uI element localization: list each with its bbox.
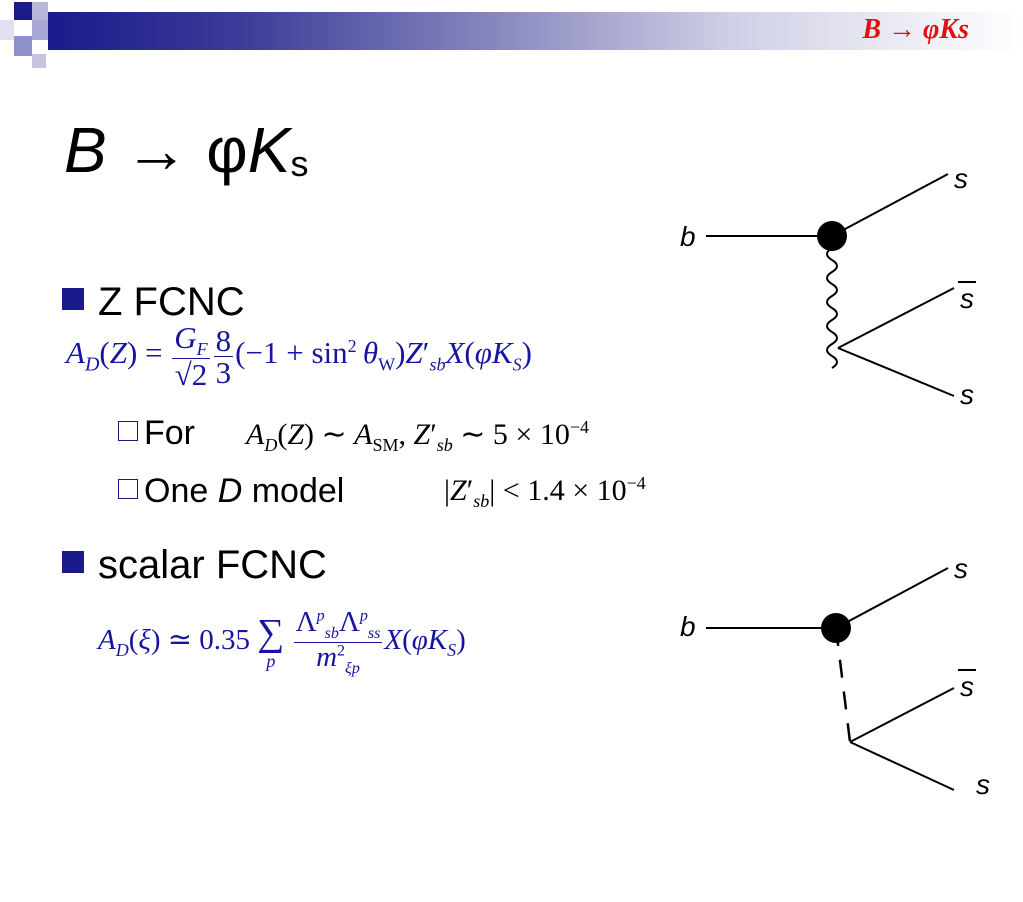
header-bar <box>0 0 1023 68</box>
bullet-square-icon <box>62 551 84 573</box>
title-arrow: → φ <box>106 114 248 186</box>
bullet-z-fcnc: Z FCNC <box>62 282 245 322</box>
s-quark-line <box>849 741 955 791</box>
title-k: K <box>247 114 291 186</box>
header-square <box>14 36 32 56</box>
label-s: s <box>960 379 974 410</box>
z-boson-line <box>826 235 838 369</box>
s-quark-line <box>837 347 955 397</box>
title-sub: s <box>290 143 309 184</box>
slide-title: B → φKs <box>64 118 308 182</box>
sbar-quark-line <box>849 687 955 743</box>
bullet-square-icon <box>62 288 84 310</box>
bullet-scalar-fcnc: scalar FCNC <box>62 545 327 585</box>
title-prefix: B <box>64 114 107 186</box>
header-square <box>14 2 32 20</box>
label-b: b <box>680 611 696 642</box>
subitem-for: For <box>118 416 195 450</box>
header-square <box>0 20 14 40</box>
label-s: s <box>954 163 968 194</box>
corner-title: B → φKs <box>862 14 969 45</box>
feynman-diagram-z: b s s s <box>680 163 976 410</box>
header-square <box>32 20 48 40</box>
feynman-diagram-scalar: b s s s <box>680 553 990 800</box>
sbar-quark-line <box>837 287 955 349</box>
subitem-box-icon <box>118 479 138 499</box>
subitem-label-it: D <box>217 472 243 510</box>
vertex-blob <box>821 613 851 643</box>
math-one-d-model: |Z′sb| < 1.4 × 10−4 <box>444 473 646 511</box>
label-sbar: s <box>960 671 974 702</box>
header-square <box>32 54 46 68</box>
subitem-label-pre: One <box>144 472 218 510</box>
header-gradient <box>48 12 1023 50</box>
subitem-label-post: model <box>242 472 345 510</box>
bullet-label: Z FCNC <box>98 280 245 324</box>
subitem-box-icon <box>118 421 138 441</box>
label-b: b <box>680 221 696 252</box>
label-sbar: s <box>960 283 974 314</box>
s-quark-line <box>831 173 949 237</box>
subitem-label: For <box>144 414 195 452</box>
label-s: s <box>954 553 968 584</box>
vertex-blob <box>817 221 847 251</box>
s-quark-line <box>835 567 949 629</box>
subitem-one-d-model: One D model <box>118 474 344 508</box>
label-s: s <box>976 769 990 800</box>
bullet-label: scalar FCNC <box>98 543 327 587</box>
math-for: AD(Z) ∼ ASM, Z′sb ∼ 5 × 10−4 <box>246 417 589 455</box>
scalar-line <box>834 627 852 743</box>
header-square <box>32 2 48 20</box>
